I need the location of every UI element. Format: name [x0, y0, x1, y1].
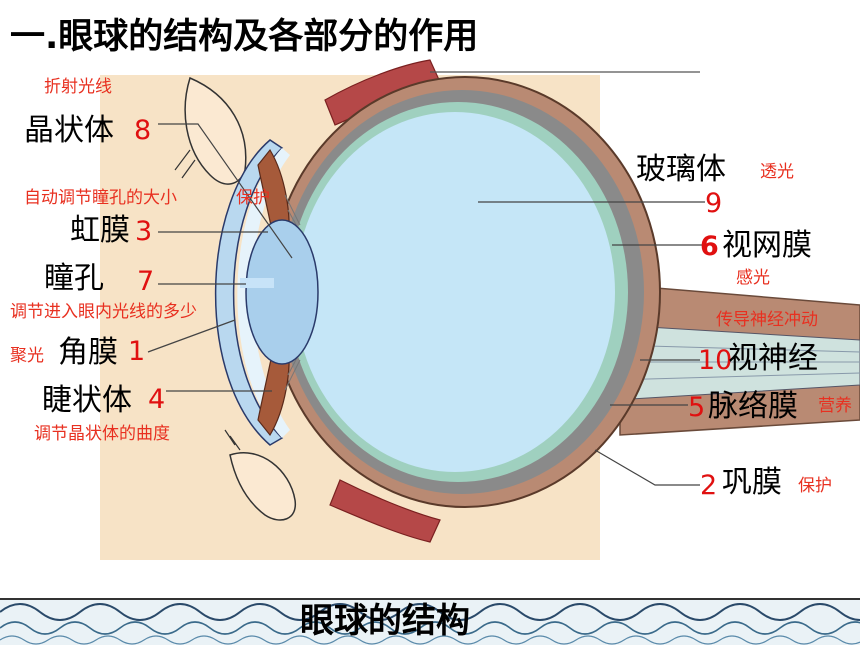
- pupil-marker: [240, 278, 274, 288]
- diagram-caption: 眼球的结构: [300, 601, 470, 641]
- number-pupil: 7: [137, 266, 155, 297]
- function-sclera: 保护: [798, 476, 832, 496]
- label-pupil: 瞳孔: [44, 261, 104, 296]
- lower-muscle: [329, 479, 441, 543]
- label-sclera: 巩膜: [722, 465, 782, 500]
- function-vitreous: 透光: [760, 162, 794, 182]
- cornea-shape: [214, 139, 284, 446]
- function-choroid: 营养: [818, 396, 852, 416]
- number-optic-nerve: 10: [698, 345, 733, 376]
- leader-sclera: [594, 449, 700, 486]
- page-title: 一.眼球的结构及各部分的作用: [10, 17, 479, 57]
- number-cornea: 1: [128, 336, 146, 367]
- label-optic-nerve: 视神经: [728, 341, 818, 376]
- leader-lines: [147, 123, 705, 486]
- number-retina: 6: [700, 231, 719, 262]
- upper-eyelid: [184, 76, 247, 185]
- function-retina: 感光: [736, 268, 770, 288]
- label-lens: 晶状体: [24, 113, 114, 148]
- label-iris: 虹膜: [70, 213, 130, 248]
- label-choroid: 脉络膜: [708, 389, 798, 424]
- leader-lens: [158, 123, 293, 259]
- label-vitreous: 玻璃体: [636, 152, 726, 187]
- vitreous-body: [295, 112, 615, 472]
- function-optic-nerve: 传导神经冲动: [716, 310, 818, 330]
- number-choroid: 5: [688, 392, 706, 423]
- function-cornea: 聚光: [10, 346, 44, 366]
- wave-band: [0, 598, 860, 645]
- function-iris-protect: 保护: [236, 188, 270, 208]
- number-sclera: 2: [700, 470, 718, 501]
- function-pupil: 调节进入眼内光线的多少: [10, 302, 197, 322]
- label-retina: 视网膜: [722, 228, 812, 263]
- number-ciliary: 4: [148, 384, 166, 415]
- function-iris: 自动调节瞳孔的大小: [24, 188, 177, 208]
- function-lens: 折射光线: [44, 77, 112, 97]
- lower-eyelid: [229, 452, 296, 521]
- number-iris: 3: [135, 216, 153, 247]
- anterior-chamber: [237, 148, 290, 438]
- function-ciliary: 调节晶状体的曲度: [34, 424, 170, 444]
- number-lens: 8: [134, 115, 152, 146]
- lens-shape: [245, 219, 319, 365]
- label-cornea: 角膜: [58, 335, 118, 370]
- leader-cornea: [147, 319, 236, 353]
- label-ciliary: 睫状体: [42, 383, 132, 418]
- number-vitreous: 9: [705, 188, 723, 219]
